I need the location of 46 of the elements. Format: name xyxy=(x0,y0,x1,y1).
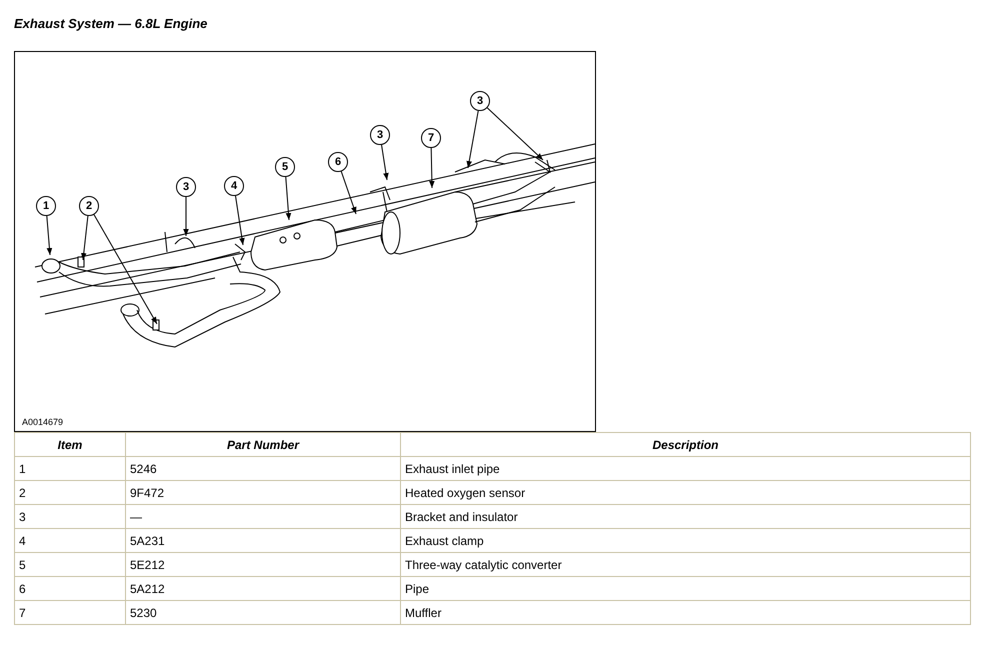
table-cell: 5A231 xyxy=(126,528,400,552)
table-header: Part Number xyxy=(126,432,400,456)
leader-line xyxy=(94,214,158,324)
table-header: Description xyxy=(400,432,970,456)
leader-line xyxy=(235,195,245,246)
leader-line xyxy=(486,107,544,160)
table-cell: Muffler xyxy=(400,600,970,624)
table-cell: 5 xyxy=(14,552,126,576)
table-cell: — xyxy=(126,504,400,528)
leader-line xyxy=(285,176,292,220)
callout-number: 2 xyxy=(79,196,99,216)
leader-line xyxy=(340,170,356,214)
table-cell: 2 xyxy=(14,480,126,504)
leader-line xyxy=(381,144,389,180)
callout-number: 5 xyxy=(275,157,295,177)
table-cell: 5230 xyxy=(126,600,400,624)
table-cell: 5E212 xyxy=(126,552,400,576)
leader-line xyxy=(466,110,479,168)
table-cell: Three-way catalytic converter xyxy=(400,552,970,576)
table-cell: 5246 xyxy=(126,456,400,480)
leader-line xyxy=(81,215,88,260)
leader-line xyxy=(429,148,435,188)
callout-number: 4 xyxy=(224,176,244,196)
table-cell: 9F472 xyxy=(126,480,400,504)
table-cell: 5A212 xyxy=(126,576,400,600)
table-cell: 3 xyxy=(14,504,126,528)
callout-number: 3 xyxy=(470,91,490,111)
leader-line xyxy=(183,196,189,236)
callout-number: 3 xyxy=(370,125,390,145)
diagram-title: Exhaust System — 6.8L Engine xyxy=(14,16,208,31)
table-cell: Bracket and insulator xyxy=(400,504,970,528)
table-header: Item xyxy=(14,432,126,456)
table-cell: Exhaust clamp xyxy=(400,528,970,552)
table-cell: 7 xyxy=(14,600,126,624)
table-cell: Exhaust inlet pipe xyxy=(400,456,970,480)
callout-number: 3 xyxy=(176,177,196,197)
table-cell: Heated oxygen sensor xyxy=(400,480,970,504)
table-cell: Pipe xyxy=(400,576,970,600)
table-cell: 6 xyxy=(14,576,126,600)
table-cell: 4 xyxy=(14,528,126,552)
figure-id: A0014679 xyxy=(22,417,64,427)
leader-line xyxy=(46,215,52,256)
table-cell: 1 xyxy=(14,456,126,480)
callout-number: 6 xyxy=(328,152,348,172)
callout-number: 7 xyxy=(421,128,441,148)
callout-number: 1 xyxy=(36,196,56,216)
